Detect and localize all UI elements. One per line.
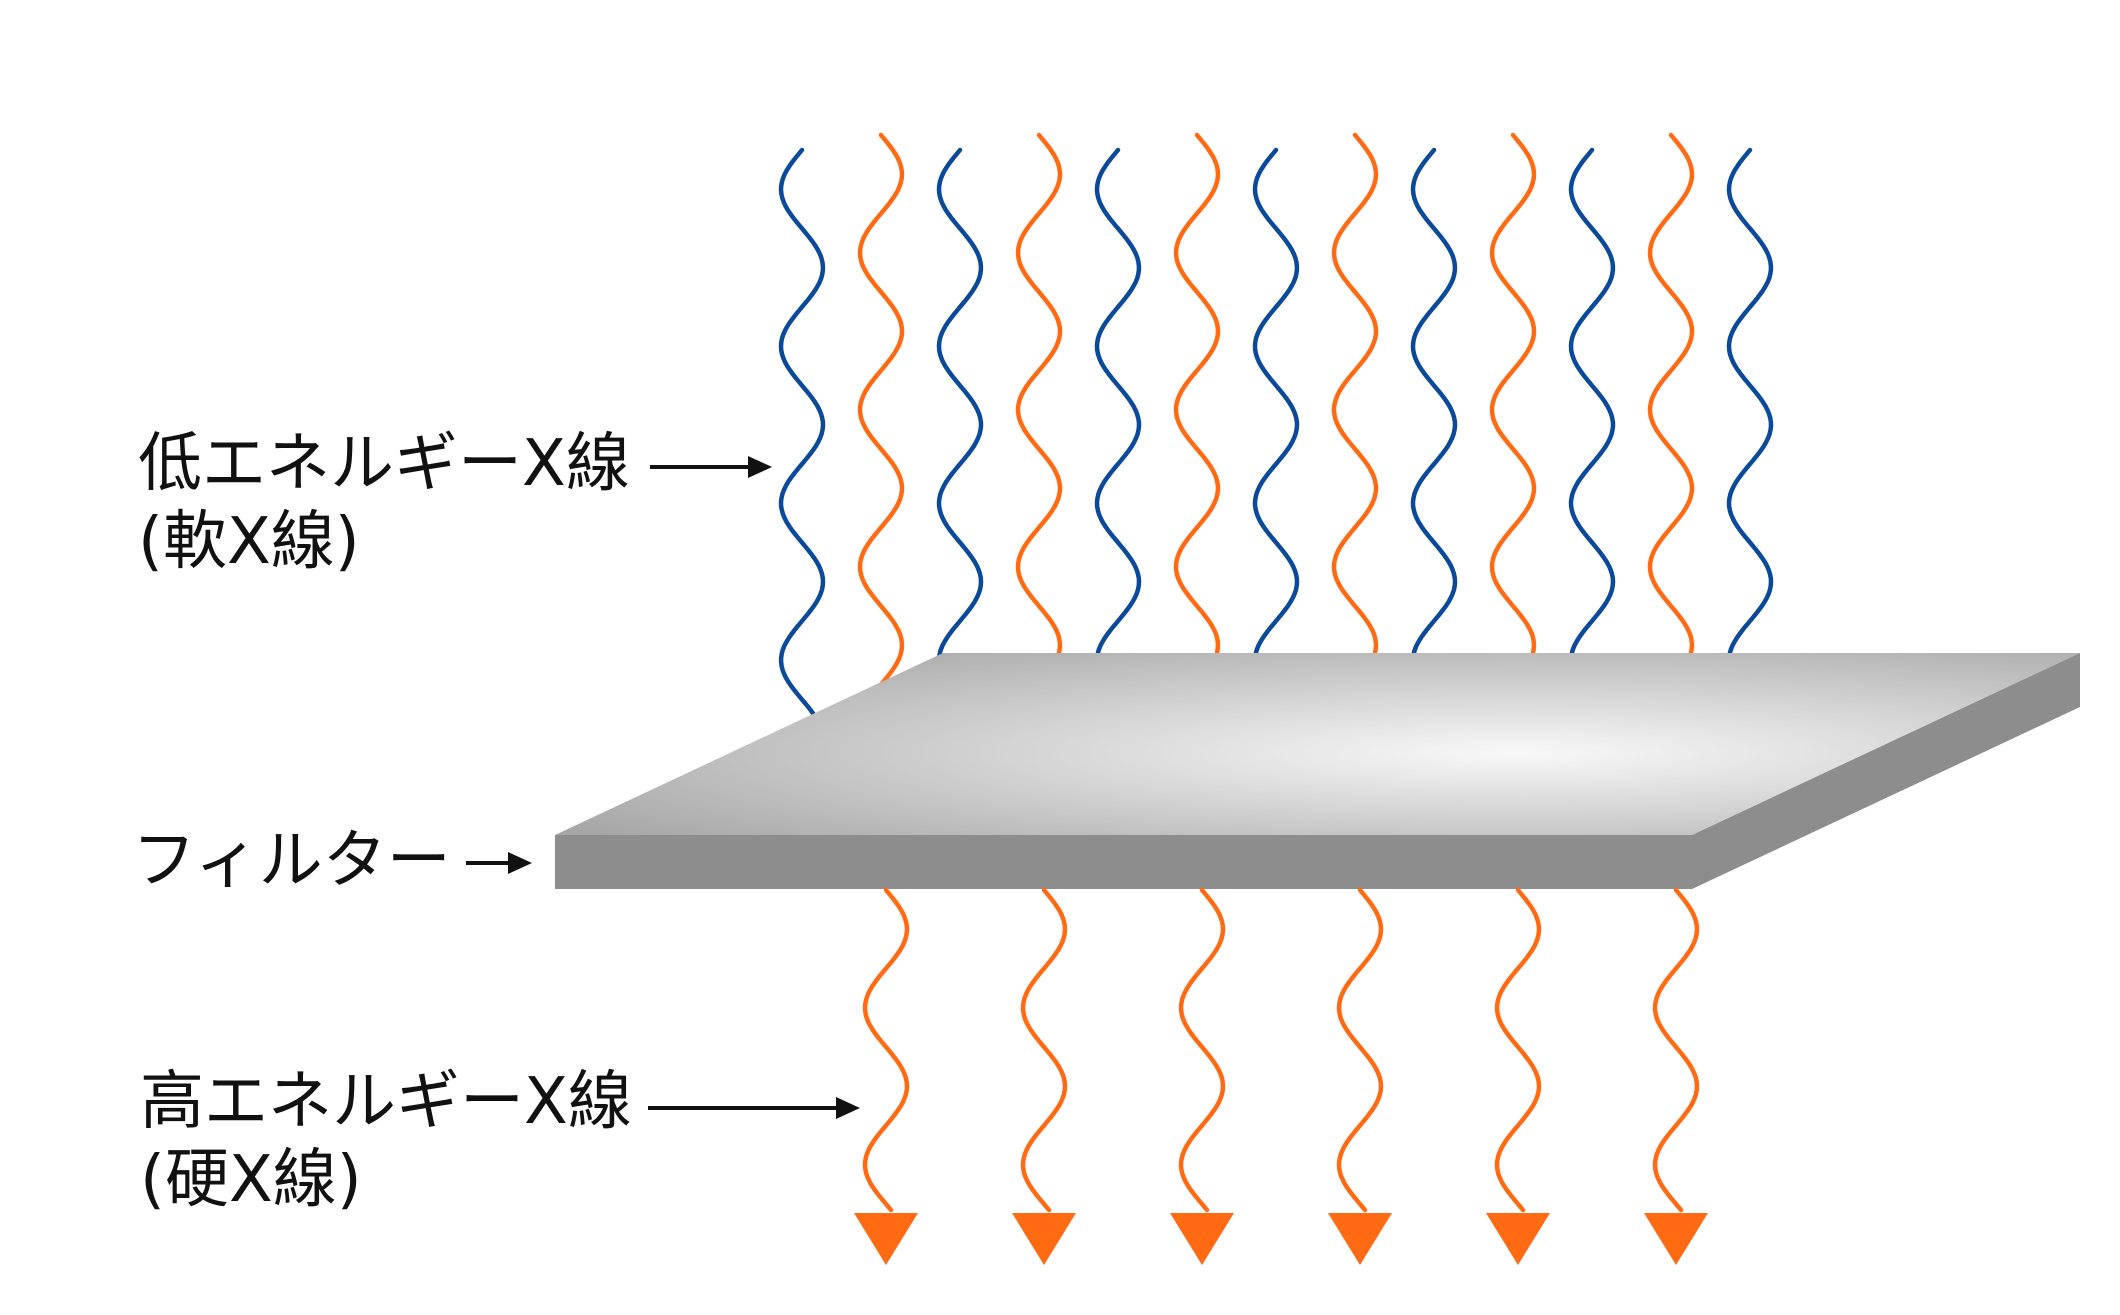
soft-xray-wave	[778, 147, 826, 745]
hard-xray-transmitted-wave	[1178, 887, 1226, 1213]
soft-xray-wave	[936, 147, 984, 745]
arrow-right-icon	[466, 852, 532, 874]
low-energy-xray-label: 低エネルギーX線 (軟X線)	[138, 425, 630, 581]
triangle-down-icon	[1644, 1213, 1708, 1265]
soft-xray-wave	[1410, 147, 1458, 745]
hard-xray-wave	[857, 132, 905, 746]
triangle-down-icon	[854, 1213, 918, 1265]
hard-xray-wave	[1173, 132, 1221, 746]
hard-xray-wave	[1331, 132, 1379, 746]
arrow-right-icon	[648, 1097, 860, 1119]
soft-xray-wave	[1568, 147, 1616, 745]
arrow-right-icon	[650, 456, 772, 478]
triangle-down-icon	[1486, 1213, 1550, 1265]
soft-xray-wave	[1252, 147, 1300, 745]
hard-xray-transmitted-wave	[1336, 887, 1384, 1213]
hard-xray-subtitle: (硬X線)	[140, 1143, 362, 1217]
filter-right-face	[1692, 653, 2080, 889]
low-energy-xray-title: 低エネルギーX線	[138, 427, 630, 501]
label-pointers	[466, 456, 860, 1119]
hard-xray-transmitted-wave	[1494, 887, 1542, 1213]
hard-xray-transmitted-wave	[1020, 887, 1068, 1213]
hard-xray-transmitted-wave	[1652, 887, 1700, 1213]
soft-xray-wave	[1094, 147, 1142, 745]
high-energy-xray-title: 高エネルギーX線	[140, 1065, 632, 1139]
high-energy-xray-label: 高エネルギーX線 (硬X線)	[140, 1063, 632, 1219]
filter-plate	[555, 653, 2080, 889]
triangle-down-icon	[1012, 1213, 1076, 1265]
triangle-down-icon	[1170, 1213, 1234, 1265]
hard-xray-wave	[1647, 132, 1695, 746]
hard-xray-wave	[1489, 132, 1537, 746]
hard-xray-transmitted-wave	[862, 887, 910, 1213]
soft-xray-wave	[1726, 147, 1774, 745]
transmitted-xray-waves	[854, 887, 1708, 1265]
filter-top-face	[555, 653, 2080, 835]
filter-front-face	[555, 835, 1692, 889]
soft-xray-subtitle: (軟X線)	[138, 505, 360, 579]
filter-label: フィルター	[132, 824, 451, 898]
incoming-xray-waves	[778, 132, 1774, 746]
hard-xray-wave	[1015, 132, 1063, 746]
triangle-down-icon	[1328, 1213, 1392, 1265]
